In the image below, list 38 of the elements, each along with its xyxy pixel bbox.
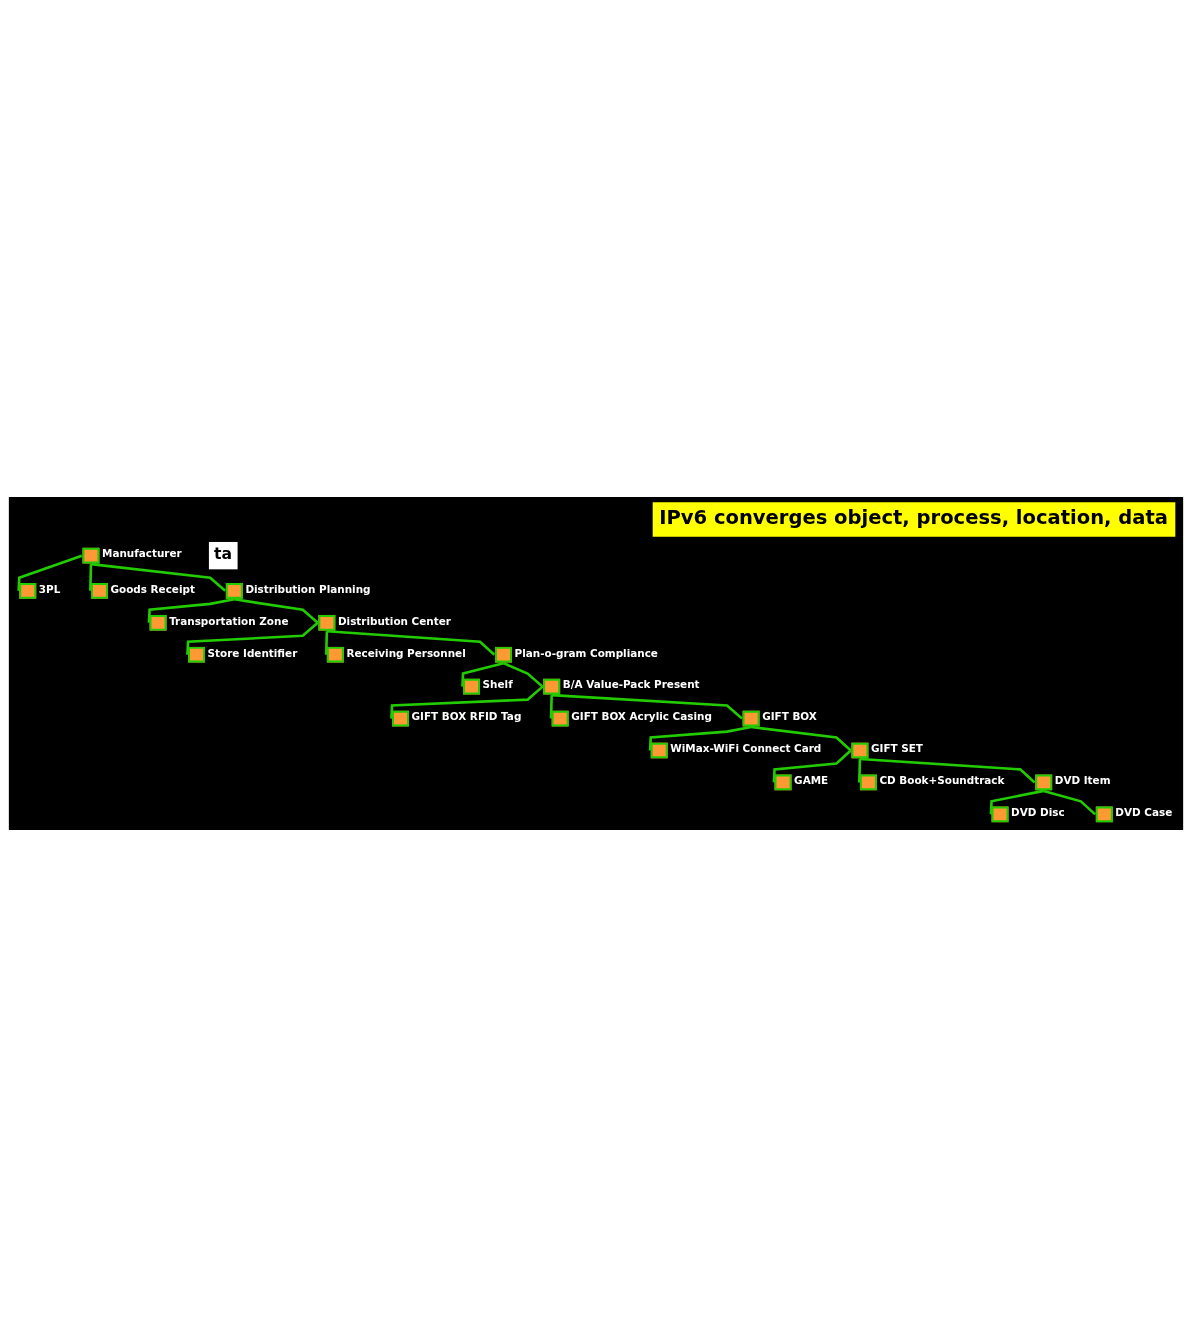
connector xyxy=(324,630,329,655)
node-label: Manufacturer xyxy=(102,546,182,559)
node-label: GIFT BOX Acrylic Casing xyxy=(571,709,712,722)
node-label: CD Book+Soundtrack xyxy=(879,773,1005,786)
node-label: Shelf xyxy=(482,677,513,690)
node-label: DVD Disc xyxy=(1011,805,1065,818)
diagram-title: IPv6 converges object, process, location, data xyxy=(659,505,1169,529)
connector xyxy=(234,597,319,624)
node-label: DVD Item xyxy=(1054,773,1111,786)
node-label: Distribution Center xyxy=(337,614,451,627)
node-label: GIFT BOX RFID Tag xyxy=(411,709,522,722)
connector xyxy=(549,694,553,719)
label: ta xyxy=(214,543,233,563)
node-label: B/A Value-Pack Present xyxy=(562,677,700,690)
connector xyxy=(186,621,319,655)
connector xyxy=(89,563,93,591)
node-label: GIFT BOX xyxy=(762,709,817,722)
node-label: GAME xyxy=(794,773,829,786)
node-label: Distribution Planning xyxy=(245,582,371,595)
connector xyxy=(90,562,227,592)
node-label: Goods Receipt xyxy=(110,582,195,595)
connector xyxy=(551,693,743,720)
node-label: 3PL xyxy=(38,582,61,595)
node-label: Receiving Personnel xyxy=(346,646,466,659)
connector xyxy=(750,725,852,751)
connector xyxy=(17,553,83,591)
node-label: WiMax-WiFi Connect Card xyxy=(670,741,822,754)
node-label: Store Identifier xyxy=(207,646,298,659)
connector xyxy=(502,661,544,688)
node-label: GIFT SET xyxy=(871,741,923,754)
connector xyxy=(326,629,496,656)
connector xyxy=(857,758,862,782)
node-label: Transportation Zone xyxy=(169,614,289,627)
connector xyxy=(859,757,1036,783)
connector xyxy=(772,749,852,782)
node-label: Plan-o-gram Compliance xyxy=(514,646,658,659)
node-label: DVD Case xyxy=(1115,805,1173,818)
connector xyxy=(461,661,504,687)
